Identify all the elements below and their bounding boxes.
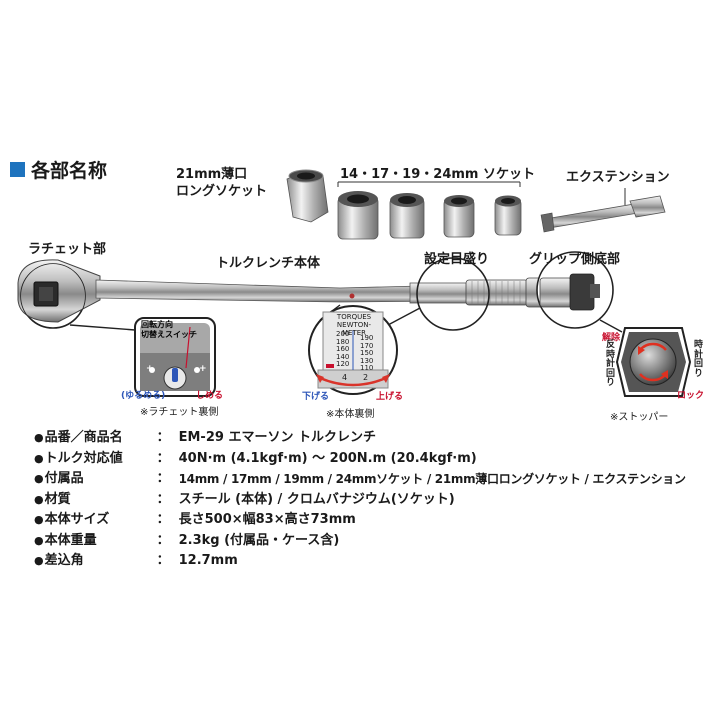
ratchet-plus-right: + [199,364,207,374]
spec-value: 長さ500×幅83×高さ73mm [178,512,356,527]
spec-key: トルク対応値 [44,450,123,466]
thin-long-socket [286,169,329,223]
scale-label: 設定目盛り [424,252,490,267]
spec-value: 14mm / 17mm / 19mm / 24mmソケット / 21mm薄口ロン… [178,472,686,486]
spec-colon: ： [156,471,170,486]
sockets-bracket [337,181,521,187]
scale-dial-2: 2 [363,373,369,382]
spec-row-weight: ● 本体重量 ： 2.3kg (付属品・ケース含) [34,531,714,552]
spec-colon: ： [156,512,170,527]
stopper-lock-label: ロック [677,391,705,401]
scale-note: ※本体裏側 [326,409,375,420]
spec-value: スチール (本体) / クロムバナジウム(ソケット) [178,491,455,507]
grip-label: グリップ側底部 [529,252,621,267]
spec-key: 本体サイズ [44,512,110,527]
spec-key: 品番／商品名 [44,430,123,445]
stopper-note: ※ストッパー [610,412,669,423]
ratchet-label: ラチェット部 [28,242,107,257]
stopper-release-label: 解除 [602,333,621,343]
section-title: 各部名称 [10,157,108,182]
spec-colon: ： [156,450,170,466]
spec-row-material: ● 材質 ： スチール (本体) / クロムバナジウム(ソケット) [34,490,714,511]
spec-row-model: ● 品番／商品名 ： EM-29 エマーソン トルクレンチ [34,428,714,449]
spec-key: 差込角 [44,553,84,568]
bullet: ● [34,431,44,444]
bullet: ● [34,554,44,567]
thin-socket-label: 21mm薄口 ロングソケット [176,167,268,199]
ratchet-inset [134,317,216,397]
section-title-text: 各部名称 [31,159,108,182]
spec-colon: ： [156,491,170,507]
spec-value: 2.3kg (付属品・ケース含) [178,532,340,548]
spec-colon: ： [156,553,170,568]
section-marker [10,161,25,177]
ratchet-note: ※ラチェット裏側 [140,407,219,418]
stopper-counter-label: 反 時 計 回 り [606,340,616,388]
product-illustration [17,169,692,397]
socket-19mm [389,193,425,239]
scale-zoom-circle [416,257,490,331]
scale-dial-4: 4 [342,373,348,382]
spec-row-torque: ● トルク対応値 ： 40N·m (4.1kgf·m) ～ 200N.m (20… [34,449,714,470]
extension-label: エクステンション [566,170,670,185]
ratchet-tighten-label: しめる [196,391,224,401]
bullet: ● [34,451,44,465]
spec-row-drive: ● 差込角 ： 12.7mm [34,551,714,572]
socket-17mm [443,195,475,238]
ratchet-loosen-label: (ゆるめる) [121,391,166,401]
bullet: ● [34,513,44,526]
grip-zoom-circle [536,251,614,329]
scale-window-dot [349,293,355,299]
spec-colon: ： [156,532,170,548]
body-label: トルクレンチ本体 [216,256,321,271]
sockets-label: 14・17・19・24mm ソケット [340,167,535,182]
spec-value: EM-29 エマーソン トルクレンチ [178,430,376,445]
ratchet-switch-title: 回転方向 切替えスイッチ [141,320,197,339]
scale-left-numbers: 200 180 160 140 120 [336,330,350,368]
spec-row-accessories: ● 付属品 ： 14mm / 17mm / 19mm / 24mmソケット / … [34,469,714,490]
socket-14mm [494,195,522,236]
spec-key: 材質 [44,491,71,507]
scale-right-numbers: 190 170 150 130 110 [360,334,374,372]
scale-inset [308,305,398,395]
spec-colon: ： [156,430,170,445]
bullet: ● [34,472,44,485]
spec-key: 付属品 [44,471,84,486]
spec-row-size: ● 本体サイズ ： 長さ500×幅83×高さ73mm [34,510,714,531]
scale-down-label: 下げる [302,392,330,402]
spec-value: 12.7mm [178,553,238,568]
spec-key: 本体重量 [44,532,97,548]
scale-up-label: 上げる [376,392,404,402]
bullet: ● [34,533,44,547]
extension-bar [540,195,666,233]
spec-value: 40N·m (4.1kgf·m) ～ 200N.m (20.4kgf·m) [178,450,477,466]
bullet: ● [34,492,44,506]
ratchet-plus-left: + [146,364,154,374]
scale-header: TORQUES NEWTON-METER [336,313,372,337]
stopper-clockwise-label: 時 計 回 り [694,340,704,379]
spec-list: ● 品番／商品名 ： EM-29 エマーソン トルクレンチ ● トルク対応値 ：… [34,428,714,572]
stopper-inset [615,327,692,397]
socket-24mm [337,191,379,240]
